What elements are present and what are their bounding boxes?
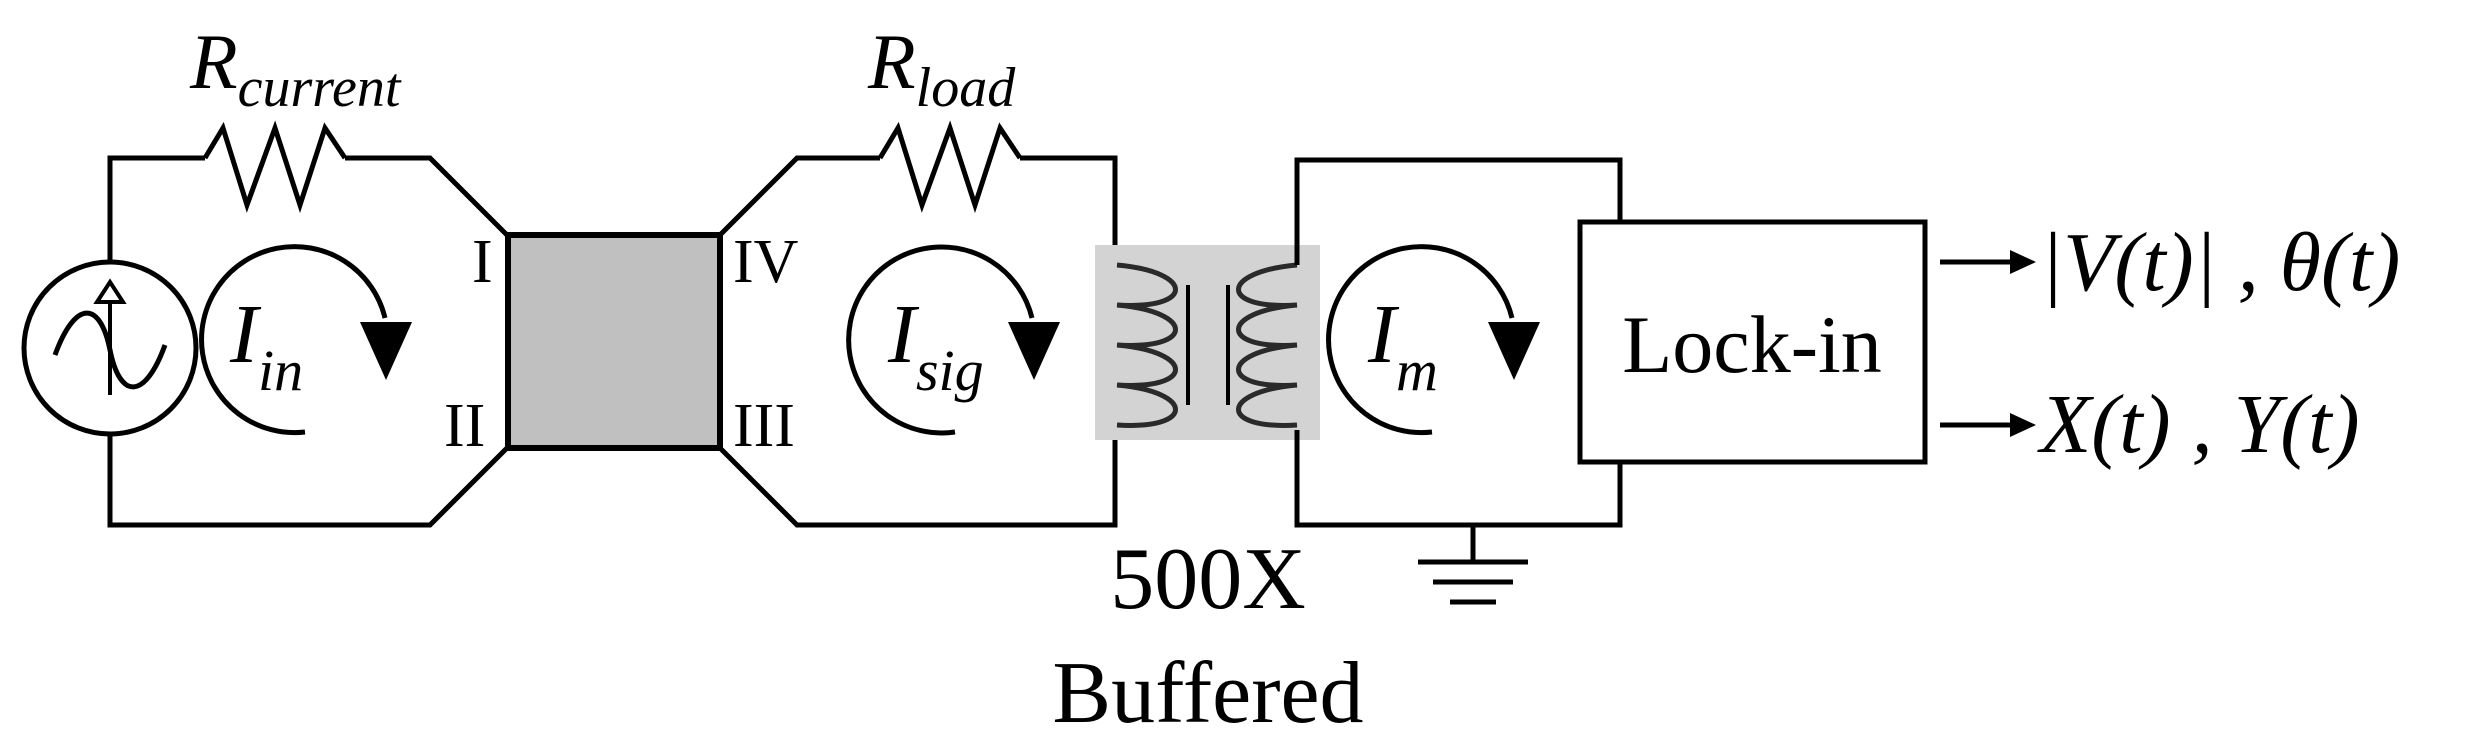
current-loop-arrow-icon [199,244,412,436]
transformer-ratio-label: 500X [1110,531,1306,628]
i-sig-label: Isig [887,288,984,403]
current-loop-arrow-icon [1326,244,1540,436]
i-in-label: Iin [229,288,303,403]
input-loop-top-wire [107,155,205,262]
current-loop-arrow-icon [846,244,1060,436]
input-loop [107,120,509,528]
transformer-icon [1095,245,1320,440]
input-loop-top-right-wire [345,155,509,237]
i-m-label: Im [1367,288,1438,403]
lockin-label: Lock-in [1622,299,1882,390]
sample-device [505,232,723,451]
transformer-buffered-label: Buffered [1052,645,1363,737]
input-loop-bottom-wire [107,435,509,528]
r-current-label: Rcurrent [189,18,402,119]
measurement-loop [1294,157,1623,528]
output-polar-label: |V(t)| , θ(t) [2040,216,2400,309]
measurement-loop-top-wire [1294,157,1623,265]
lockin-box [1577,219,1928,465]
signal-loop [718,120,1118,528]
r-load-label: Rload [867,18,1016,119]
terminal-label-ii: II [444,392,485,460]
signal-loop-top-right-wire [1020,155,1118,265]
output-arrow-icon [1940,250,2036,437]
terminal-label-iv: IV [733,228,799,296]
terminal-label-i: I [472,228,493,296]
resistor-load-icon [877,120,1023,214]
terminal-label-iii: III [733,392,795,460]
resistor-current-icon [202,120,348,214]
signal-loop-top-left-wire [718,155,880,237]
signal-loop-bottom-wire [718,430,1118,528]
ac-source-icon [21,259,199,437]
ground-icon [1418,525,1528,605]
output-cartesian-label: X(t) , Y(t) [2037,378,2360,471]
measurement-loop-bottom-wire [1294,430,1623,528]
